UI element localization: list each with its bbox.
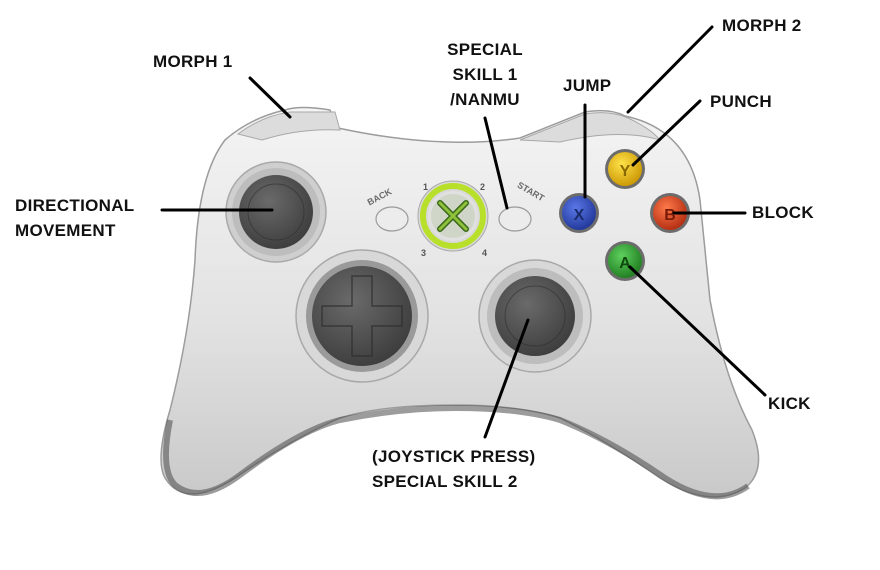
label-special-skill-2-line2: SPECIAL SKILL 2 [372,469,536,494]
label-punch: PUNCH [710,89,772,114]
right-stick[interactable] [479,260,591,372]
back-button[interactable] [376,207,408,231]
d-pad[interactable] [296,250,428,382]
quadrant-3: 3 [421,248,426,258]
label-jump: JUMP [563,73,611,98]
quadrant-1: 1 [423,182,428,192]
label-special-skill-1-line2: SKILL 1 [430,62,540,87]
label-morph2: MORPH 2 [722,13,802,38]
label-special-skill-2-line1: (JOYSTICK PRESS) [372,444,536,469]
label-directional: DIRECTIONAL MOVEMENT [15,193,134,243]
leader-morph2 [628,27,712,112]
label-special-skill-1: SPECIAL SKILL 1 /NANMU [430,37,540,112]
left-stick[interactable] [226,162,326,262]
label-special-skill-2: (JOYSTICK PRESS) SPECIAL SKILL 2 [372,444,536,494]
svg-text:A: A [619,255,631,272]
quadrant-2: 2 [480,182,485,192]
label-directional-line1: DIRECTIONAL [15,193,134,218]
svg-text:Y: Y [620,163,631,180]
label-kick: KICK [768,391,811,416]
start-button[interactable] [499,207,531,231]
leader-morph1 [250,78,290,117]
x-button[interactable]: X [559,193,599,233]
svg-text:X: X [574,207,585,224]
label-directional-line2: MOVEMENT [15,218,134,243]
y-button[interactable]: Y [605,149,645,189]
label-morph1: MORPH 1 [153,49,233,74]
label-special-skill-1-line1: SPECIAL [430,37,540,62]
quadrant-4: 4 [482,248,487,258]
guide-button[interactable] [418,181,488,251]
label-block: BLOCK [752,200,814,225]
svg-text:B: B [664,207,676,224]
label-special-skill-1-line3: /NANMU [430,87,540,112]
